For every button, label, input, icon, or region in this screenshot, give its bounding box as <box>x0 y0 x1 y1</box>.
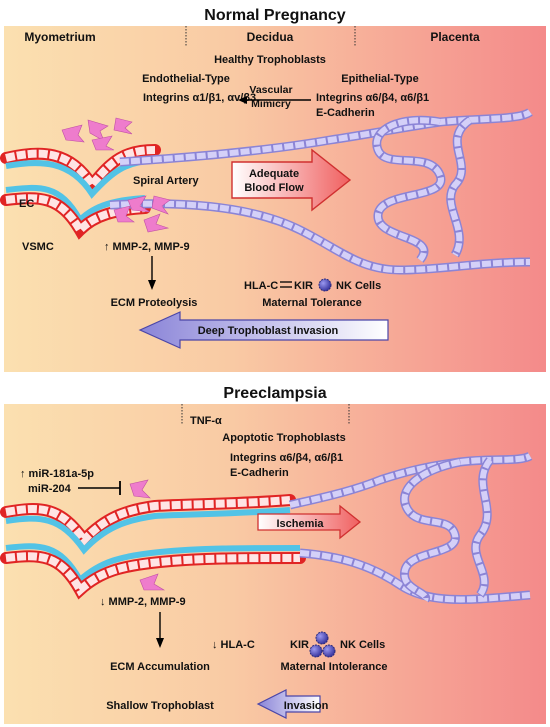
deep-invasion-label: Deep Trophoblast Invasion <box>198 325 339 337</box>
nk-cell-icon <box>318 278 332 292</box>
invading-trophoblast <box>129 479 151 499</box>
spiral-artery-label: Spiral Artery <box>133 175 200 187</box>
invading-trophoblast <box>139 573 166 591</box>
region-placenta: Placenta <box>430 30 480 44</box>
kir-label: KIR <box>290 639 309 651</box>
mmp-decrease-label: ↓ MMP-2, MMP-9 <box>100 596 186 608</box>
nk-cell-icon <box>315 631 329 645</box>
tnf-alpha-label: TNF-α <box>190 415 222 427</box>
healthy-trophoblasts-label: Healthy Trophoblasts <box>214 54 326 66</box>
panel-background <box>4 26 546 372</box>
ischemia-label: Ischemia <box>276 518 324 530</box>
mmp-increase-label: ↑ MMP-2, MMP-9 <box>104 241 190 253</box>
epithelial-type-label: Epithelial-Type <box>341 73 418 85</box>
spiral-artery-wall <box>0 494 306 600</box>
nk-cells-label: NK Cells <box>340 639 385 651</box>
region-myometrium: Myometrium <box>24 30 95 44</box>
trophoblast-chain <box>288 451 533 604</box>
adequate-blood-flow-arrow <box>231 148 352 212</box>
vsmc-label: VSMC <box>22 241 54 253</box>
maternal-tolerance-label: Maternal Tolerance <box>262 297 361 309</box>
vascular-label: Vascular <box>249 84 292 96</box>
integrins-epithelial-label: Integrins α6/β4, α6/β1 <box>316 92 429 104</box>
mimicry-label: Mimicry <box>251 98 291 110</box>
nk-cells-label: NK Cells <box>336 280 381 292</box>
e-cadherin-label: E-Cadherin <box>316 107 375 119</box>
integrins-endothelial-label: Integrins α1/β1, αv/β3 <box>143 92 256 104</box>
adequate-label: Adequate <box>249 168 299 180</box>
endothelial-type-label: Endothelial-Type <box>142 73 230 85</box>
invading-trophoblasts <box>61 117 171 233</box>
normal-pregnancy-panel: Normal Pregnancy Myometrium Decidua Plac… <box>0 7 546 372</box>
blood-flow-label: Blood Flow <box>244 182 304 194</box>
hla-c-decrease-label: ↓ HLA-C <box>212 639 255 651</box>
integrins-label: Integrins α6/β4, α6/β1 <box>230 452 343 464</box>
nk-cell-icon <box>322 644 336 658</box>
invasion-label: Invasion <box>284 700 329 712</box>
mir-181a-label: ↑ miR-181a-5p <box>20 468 94 480</box>
mir-204-label: miR-204 <box>28 483 72 495</box>
preeclampsia-panel: Preeclampsia TNF-α Apoptotic Trophoblast… <box>0 385 546 724</box>
kir-label: KIR <box>294 280 313 292</box>
deep-invasion-arrow <box>138 311 389 349</box>
e-cadherin-label: E-Cadherin <box>230 467 289 479</box>
ischemia-arrow <box>257 504 362 540</box>
ecm-accumulation-label: ECM Accumulation <box>110 661 210 673</box>
region-decidua: Decidua <box>247 30 294 44</box>
shallow-invasion-arrow <box>256 689 321 719</box>
apoptotic-trophoblasts-label: Apoptotic Trophoblasts <box>222 432 345 444</box>
hla-c-label: HLA-C <box>244 280 278 292</box>
title-normal-pregnancy: Normal Pregnancy <box>204 7 345 24</box>
title-preeclampsia: Preeclampsia <box>223 385 326 402</box>
maternal-intolerance-label: Maternal Intolerance <box>281 661 388 673</box>
ecm-proteolysis-label: ECM Proteolysis <box>111 297 198 309</box>
shallow-trophoblast-label: Shallow Trophoblast <box>106 700 214 712</box>
nk-cell-icon <box>309 644 323 658</box>
trophoblast-chain <box>109 108 533 275</box>
ec-label: EC <box>19 198 34 210</box>
